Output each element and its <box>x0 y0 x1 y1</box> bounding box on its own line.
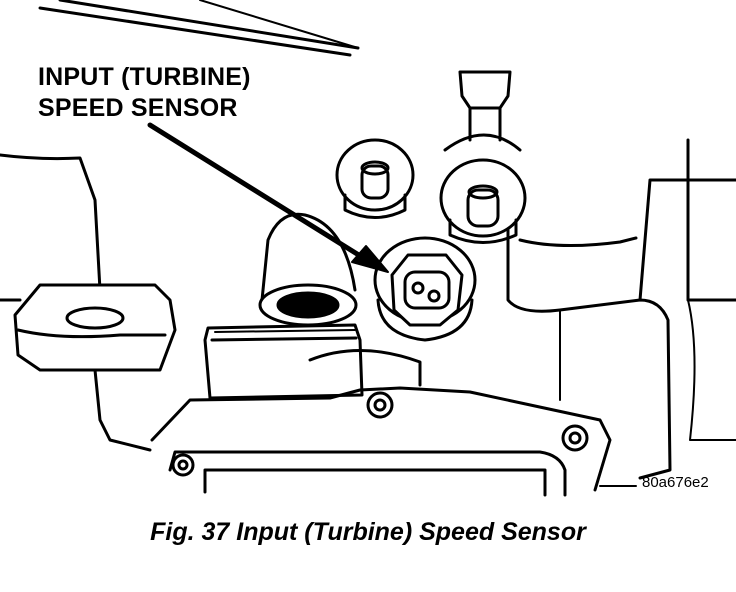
top-plug <box>443 70 522 152</box>
valve-body-right <box>506 138 736 480</box>
figure-code: 80a676e2 <box>642 474 709 491</box>
lower-cover <box>150 348 612 497</box>
bolt-boss-right <box>439 158 527 244</box>
callout-line-2: SPEED SENSOR <box>38 94 238 122</box>
upper-frame-lines <box>38 0 360 57</box>
callout-line-1: INPUT (TURBINE) <box>38 63 251 91</box>
connector-housing <box>203 323 364 400</box>
dome-tube <box>258 212 358 327</box>
sensor-callout-label: INPUT (TURBINE) SPEED SENSOR <box>38 62 251 124</box>
mounting-bracket <box>13 283 177 372</box>
left-housing <box>0 153 152 452</box>
callout-arrow <box>147 122 389 273</box>
bolt-boss-left <box>335 138 415 219</box>
figure-caption: Fig. 37 Input (Turbine) Speed Sensor <box>150 518 586 546</box>
speed-sensor <box>373 236 477 342</box>
